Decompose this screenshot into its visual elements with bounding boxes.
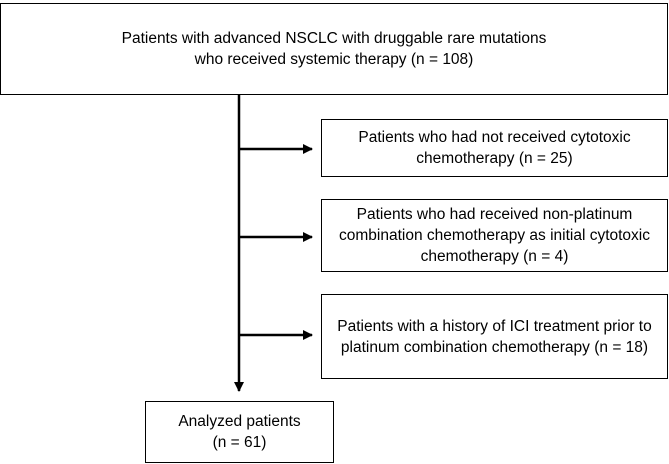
exclusion-box-1: Patients who had not received cytotoxic … xyxy=(321,119,668,177)
analyzed-box: Analyzed patients (n = 61) xyxy=(145,401,334,463)
enrollment-text-line-2: who received systemic therapy (n = 108) xyxy=(194,51,474,68)
exclusion-3-line-1: Patients with a history of ICI treatment… xyxy=(337,317,652,335)
exclusion-box-2: Patients who had received non-platinum c… xyxy=(321,199,668,272)
enrollment-text-line-1: Patients with advanced NSCLC with drugga… xyxy=(121,30,547,47)
exclusion-3-line-2: platinum combination chemotherapy (n = 1… xyxy=(340,338,649,356)
exclusion-box-3: Patients with a history of ICI treatment… xyxy=(321,294,668,379)
analyzed-line-1: Analyzed patients xyxy=(178,413,301,430)
analyzed-line-2: (n = 61) xyxy=(212,434,267,451)
exclusion-1-line-2: chemotherapy (n = 25) xyxy=(416,150,573,167)
enrollment-box: Patients with advanced NSCLC with drugga… xyxy=(0,3,668,95)
exclusion-2-line-2: combination chemotherapy as initial cyto… xyxy=(338,227,650,244)
exclusion-2-line-3: chemotherapy (n = 4) xyxy=(420,248,569,265)
exclusion-1-line-1: Patients who had not received cytotoxic xyxy=(358,129,631,146)
exclusion-2-line-1: Patients who had received non-platinum xyxy=(356,206,633,223)
